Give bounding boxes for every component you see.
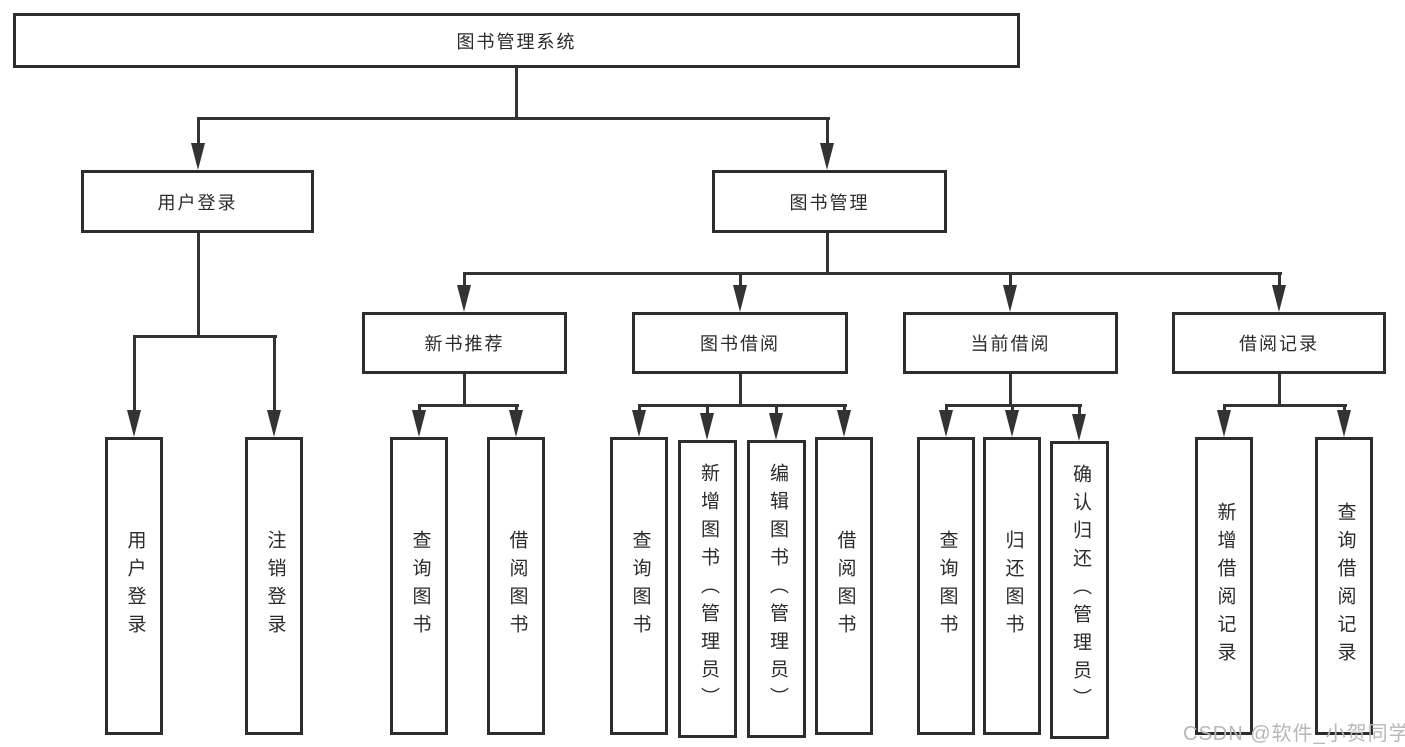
leaf-confirm-return-admin: 确认归还（管理员） [1050,441,1109,739]
connector-line [739,374,742,407]
arrow-down-icon [700,413,714,440]
node-label: 归还图书 [1002,530,1024,642]
leaf-query-books-borrow: 查询图书 [610,437,668,735]
node-label: 图书管理系统 [456,31,577,52]
node-label: 查询图书 [409,530,431,642]
arrow-down-icon [769,413,783,440]
node-label: 借阅图书 [834,530,856,642]
leaf-query-books-recommend: 查询图书 [390,437,448,735]
leaf-query-books-current: 查询图书 [917,437,975,735]
node-label: 编辑图书（管理员） [766,463,788,715]
connector-line [273,335,276,415]
node-label: 用户登录 [124,530,146,642]
arrow-down-icon [191,143,205,170]
node-label: 借阅图书 [506,530,528,642]
connector-line [706,404,709,418]
connector-line [826,233,829,275]
connector-line [739,272,742,290]
node-book-management: 图书管理 [712,170,947,233]
connector-line [1278,374,1281,407]
arrow-down-icon [820,143,834,170]
node-library-system: 图书管理系统 [13,13,1020,68]
arrow-down-icon [1337,410,1351,437]
arrow-down-icon [1217,410,1231,437]
connector-line [418,404,519,407]
connector-line [1223,404,1347,407]
connector-line [775,404,778,418]
connector-line [197,117,200,149]
watermark: CSDN @软件_小贺同学 [1183,723,1405,745]
connector-line [1009,374,1012,407]
node-label: 图书管理 [789,192,870,213]
connector-line [638,404,847,407]
arrow-down-icon [837,410,851,437]
connector-line [1078,404,1081,419]
connector-line [1009,272,1012,290]
node-label: 当前借阅 [970,334,1051,354]
leaf-return-books: 归还图书 [983,437,1041,735]
connector-line [133,335,136,415]
connector-line [826,117,829,149]
connector-line [197,233,200,338]
leaf-query-borrow-record: 查询借阅记录 [1315,437,1373,735]
node-label: 注销登录 [264,530,286,642]
leaf-add-borrow-record: 新增借阅记录 [1195,437,1253,735]
leaf-edit-books-admin: 编辑图书（管理员） [747,440,806,738]
leaf-user-login: 用户登录 [105,437,163,735]
node-label: 查询借阅记录 [1334,502,1356,670]
connector-line [463,374,466,407]
connector-line [133,335,277,338]
node-user-login: 用户登录 [81,170,314,233]
node-label: 新增借阅记录 [1214,502,1236,670]
arrow-down-icon [939,410,953,437]
connector-line [515,68,518,120]
node-book-borrowing: 图书借阅 [632,312,848,374]
leaf-add-books-admin: 新增图书（管理员） [678,440,737,738]
arrow-down-icon [1003,285,1017,312]
arrow-down-icon [1072,414,1086,441]
arrow-down-icon [733,285,747,312]
arrow-down-icon [412,410,426,437]
connector-line [463,272,1282,275]
leaf-borrow-books: 借阅图书 [815,437,873,735]
leaf-borrow-books-recommend: 借阅图书 [487,437,545,735]
arrow-down-icon [1005,410,1019,437]
arrow-down-icon [509,410,523,437]
node-label: 借阅记录 [1239,334,1319,354]
arrow-down-icon [632,410,646,437]
arrow-down-icon [1272,285,1286,312]
node-borrowing-records: 借阅记录 [1172,312,1386,374]
connector-line [197,117,830,120]
connector-line [1278,272,1281,290]
node-new-book-recommend: 新书推荐 [362,312,567,374]
node-label: 新增图书（管理员） [697,463,719,715]
arrow-down-icon [127,410,141,437]
connector-line [463,272,466,290]
node-label: 确认归还（管理员） [1069,464,1091,716]
node-label: 查询图书 [629,530,651,642]
node-label: 用户登录 [157,192,238,213]
node-label: 新书推荐 [424,334,505,354]
arrow-down-icon [457,285,471,312]
leaf-logout: 注销登录 [245,437,303,735]
node-label: 图书借阅 [700,334,780,354]
node-label: 查询图书 [936,530,958,642]
node-current-borrowing: 当前借阅 [903,312,1118,374]
arrow-down-icon [267,410,281,437]
